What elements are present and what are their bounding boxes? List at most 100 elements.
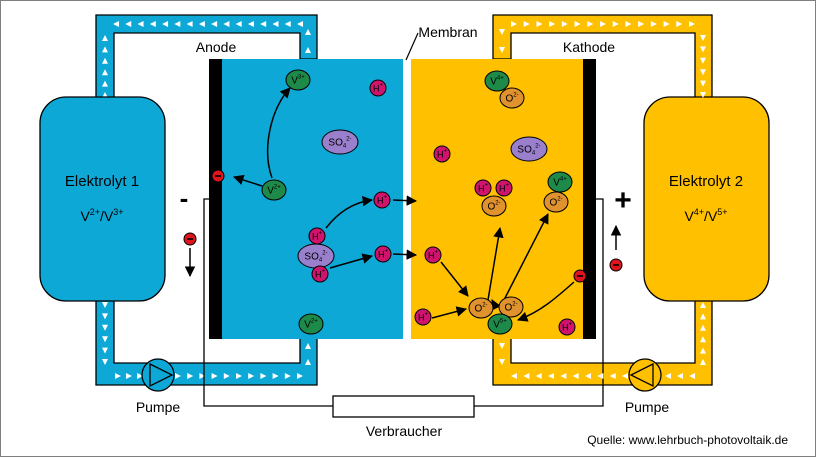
label-verbraucher: Verbraucher — [366, 423, 443, 439]
label-pumpe-left: Pumpe — [136, 399, 181, 415]
pipe-flow-arrow — [499, 47, 505, 53]
pipe-flow-arrow — [102, 347, 108, 354]
pipe-flow-arrow — [677, 373, 683, 379]
ion-h-cathode-mid1-label: H+ — [478, 183, 489, 194]
pipe-flow-arrow — [638, 21, 645, 27]
pipe-flow-arrow — [211, 21, 218, 27]
ion-o2-bottom-right-label: O2- — [504, 302, 517, 314]
pipe-flow-arrow — [625, 21, 632, 27]
pipe-flow-arrow — [499, 29, 505, 35]
arrow-to-o2-upper — [487, 226, 504, 301]
pipe-flow-arrow — [137, 21, 144, 27]
electron-minus-glyph — [613, 264, 619, 266]
ion-o2-right: O2- — [543, 191, 569, 213]
ion-h-anode-low-label: H+ — [315, 269, 326, 280]
pipe-flow-arrow — [260, 373, 267, 379]
pipe-flow-arrow — [700, 313, 706, 320]
pump-right-play-icon — [629, 362, 654, 388]
pipe-flow-arrow — [137, 373, 143, 379]
ion-v4-top-label: V4+ — [490, 76, 504, 88]
tank-elektrolyt-2 — [643, 96, 770, 302]
wire-right — [474, 198, 604, 407]
ion-h-membrane-lower-label: H+ — [378, 249, 389, 260]
ion-o2-bottom-left: O2- — [468, 297, 494, 319]
ion-h-cathode-entry-shape — [424, 246, 442, 264]
pump-right-body — [628, 358, 662, 392]
arrow-h-left-to-o2 — [431, 306, 468, 319]
pipe-flow-arrow — [223, 21, 230, 27]
pipe-flow-arrow — [247, 21, 254, 27]
ion-h-cathode-corner: H+ — [558, 318, 576, 336]
pipe-flow-arrow — [700, 302, 706, 308]
tank-left-species: V2+/V3+ — [80, 207, 123, 224]
ion-o2-top-label: O2- — [505, 93, 518, 105]
ion-v4-top: V4+ — [484, 70, 510, 92]
ion-h-membrane-lower: H+ — [374, 245, 392, 263]
ion-v4-right-label: V4+ — [553, 177, 567, 189]
membrane — [403, 59, 411, 339]
arrow-h-upper-to-membrane — [325, 195, 374, 229]
pipe-flow-arrow — [499, 343, 505, 349]
pipe-flow-arrow — [700, 359, 706, 365]
membran-pointer-line — [405, 32, 419, 61]
pipe-flow-arrow — [284, 373, 291, 379]
ion-h-anode-top: H+ — [369, 79, 387, 97]
pipe-flow-arrow — [549, 21, 556, 27]
ion-h-membrane-upper: H+ — [373, 191, 391, 209]
pipe-flow-arrow — [511, 21, 517, 27]
arrow-electron-to-v5 — [517, 281, 575, 322]
pipe-flow-arrow — [572, 373, 579, 379]
pump-left-body — [141, 358, 175, 392]
pipe-flow-arrow — [523, 373, 530, 379]
electron-minus-glyph — [577, 275, 583, 277]
arrow-h-to-o2 — [440, 261, 469, 297]
arrow-h-cross-upper — [392, 195, 418, 206]
pipe-flow-arrow — [700, 336, 706, 343]
ion-v4-right-shape — [547, 171, 573, 193]
pipe-flow-arrow — [700, 80, 706, 87]
arrow-small — [491, 299, 501, 311]
pipe-flow-arrow — [125, 21, 132, 27]
pipe-flow-arrow — [297, 21, 303, 27]
pipe-flow-arrow — [199, 373, 206, 379]
pump-left — [141, 358, 175, 392]
pipe-flow-arrow — [102, 302, 108, 308]
ion-o2-bottom-left-shape — [468, 297, 494, 319]
pipe-flow-arrow — [102, 46, 108, 53]
tank-elektrolyt-1 — [39, 96, 166, 302]
pipe-flow-arrow — [211, 373, 218, 379]
ion-v5-shape — [487, 313, 513, 335]
label-pumpe-right: Pumpe — [625, 399, 670, 415]
pipe-flow-arrow — [235, 21, 242, 27]
pipe-flow-arrow — [272, 21, 279, 27]
pipe-flow-arrow — [115, 373, 121, 379]
pipe-flow-arrow — [102, 313, 108, 320]
ion-h-cathode-mid1: H+ — [474, 179, 492, 197]
pump-right — [628, 358, 662, 392]
ion-v4-right: V4+ — [547, 171, 573, 193]
electron-cathode — [573, 269, 587, 283]
ion-v2-upper-shape — [261, 179, 287, 201]
ion-h-cathode-corner-shape — [558, 318, 576, 336]
ion-h-anode-top-label: H+ — [373, 83, 384, 94]
ion-so4-anode-label: SO42- — [328, 137, 351, 150]
anode-electrode — [209, 59, 222, 339]
ion-o2-right-label: O2- — [549, 197, 562, 209]
pipe-flow-arrow — [260, 21, 267, 27]
pipe-flow-arrow — [700, 69, 706, 76]
ion-v2-lower-label: V2+ — [304, 319, 318, 331]
pipe-flow-arrow — [174, 21, 181, 27]
ion-h-cathode-bottom-shape — [414, 308, 432, 326]
ion-o2-bottom-right: O2- — [498, 296, 524, 318]
pipe-flow-arrow — [585, 373, 591, 379]
pipe-flow-arrow — [102, 69, 108, 76]
ion-so4-cathode-shape — [510, 136, 548, 162]
reaction-arrows — [184, 87, 622, 322]
pipe-flow-arrow — [597, 373, 604, 379]
pipe-flow-arrow — [574, 21, 581, 27]
pipe-flow-arrow — [305, 47, 311, 53]
ion-v5-label: V5+ — [493, 319, 507, 331]
pipe-flow-arrow — [676, 21, 683, 27]
ion-o2-right-shape — [543, 191, 569, 213]
